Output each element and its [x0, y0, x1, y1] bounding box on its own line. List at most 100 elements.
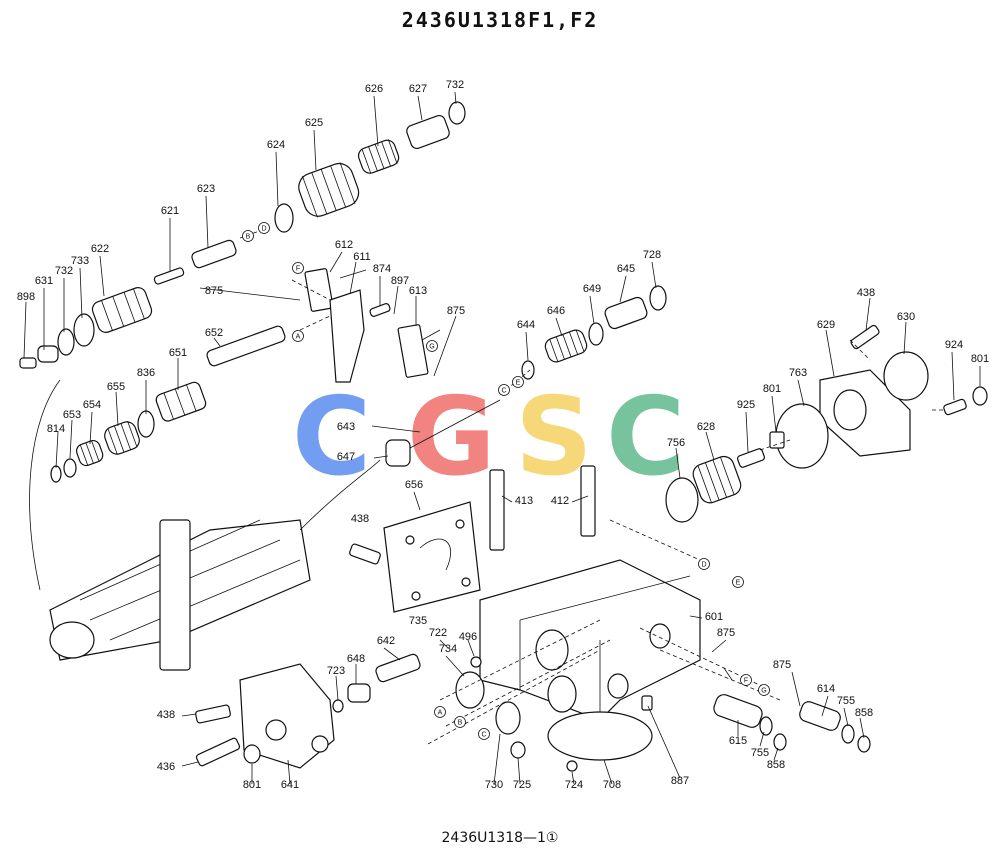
- leader-lines: [23, 91, 981, 785]
- part-label-732: 732: [55, 265, 73, 277]
- part-label-642: 642: [377, 635, 395, 647]
- part-label-615: 615: [729, 735, 747, 747]
- part-label-858: 858: [767, 759, 785, 771]
- part-label-413: 413: [515, 495, 533, 507]
- ref-letter-a: A: [296, 334, 301, 341]
- ref-circle-g: [758, 684, 770, 696]
- middle-spool-parts: [50, 325, 286, 483]
- ring-836: [137, 410, 155, 438]
- part-label-875: 875: [447, 305, 465, 317]
- part-label-874: 874: [373, 263, 391, 275]
- watermark-letter-1: C: [292, 375, 371, 500]
- part-label-875: 875: [205, 285, 223, 297]
- part-label-611: 611: [353, 251, 371, 263]
- ref-letter-c: C: [501, 388, 506, 395]
- part-label-648: 648: [347, 653, 365, 665]
- part-label-613: 613: [409, 285, 427, 297]
- pin-643: [409, 399, 501, 449]
- plug-647: [385, 439, 411, 467]
- ref-circle-f: [292, 262, 304, 274]
- ref-circle-g: [426, 340, 438, 352]
- part-label-730: 730: [485, 779, 503, 791]
- diagram-title: 2436U1318F1,F2: [401, 8, 599, 32]
- part-label-654: 654: [83, 399, 101, 411]
- bolts: [349, 324, 880, 565]
- seat-644: [521, 360, 535, 380]
- watermark-letter-3: S: [515, 375, 593, 500]
- part-label-814: 814: [47, 423, 65, 435]
- snap-ring-756: [665, 477, 699, 523]
- plate-613: [397, 324, 429, 378]
- ref-letter-d: D: [261, 226, 266, 233]
- spring-625: [298, 162, 360, 218]
- part-label-651: 651: [169, 347, 187, 359]
- part-label-438: 438: [857, 287, 875, 299]
- cover-641: [239, 663, 335, 769]
- ref-letter-e: E: [516, 380, 521, 387]
- part-label-801: 801: [243, 779, 261, 791]
- o-ring-724: [566, 760, 578, 772]
- watermark: C G S C: [292, 375, 685, 500]
- part-label-801: 801: [971, 353, 989, 365]
- o-ring-725: [510, 741, 526, 759]
- drawing-number: 2436U1318—1①: [441, 830, 559, 846]
- plug-648: [347, 683, 371, 703]
- part-label-627: 627: [409, 83, 427, 95]
- plug-623: [191, 239, 237, 269]
- ref-letter-a: A: [438, 710, 443, 717]
- part-label-641: 641: [281, 779, 299, 791]
- watermark-letter-2: G: [407, 375, 496, 500]
- plug-631: [37, 345, 59, 363]
- nut-801-right: [972, 386, 988, 406]
- bolt-438-low: [195, 704, 231, 724]
- part-label-728: 728: [643, 249, 661, 261]
- ref-circle-e: [512, 376, 524, 388]
- ref-letter-c: C: [481, 732, 486, 739]
- ref-circle-d: [258, 222, 270, 234]
- part-label-649: 649: [583, 283, 601, 295]
- watermark-letter-4: C: [606, 375, 685, 500]
- o-ring-732: [57, 328, 75, 356]
- spool-block-assembly: [29, 379, 381, 671]
- part-label-734: 734: [439, 643, 457, 655]
- plate-612: [304, 268, 334, 312]
- part-label-436: 436: [157, 761, 175, 773]
- ring-755-right: [841, 724, 855, 744]
- bottom-seals: [455, 656, 653, 772]
- washer-653: [63, 458, 77, 478]
- plug-627: [406, 114, 450, 150]
- part-label-724: 724: [565, 779, 583, 791]
- part-label-655: 655: [107, 381, 125, 393]
- upper-spool-parts: [19, 101, 466, 369]
- part-label-756: 756: [667, 437, 685, 449]
- ring-858-right: [857, 735, 871, 753]
- assembly-lines: [199, 229, 944, 745]
- pin-874: [369, 303, 391, 317]
- ref-letter-e: E: [736, 580, 741, 587]
- nut-801-low: [243, 744, 261, 764]
- ref-letter-f: F: [296, 266, 300, 273]
- spool-622: [91, 287, 153, 333]
- right-cover-parts: [665, 351, 988, 523]
- ring-814: [50, 465, 62, 483]
- lower-right-parts: [713, 694, 871, 753]
- o-ring-730: [495, 701, 521, 735]
- spring-655: [104, 420, 140, 455]
- part-label-631: 631: [35, 275, 53, 287]
- pin-898: [19, 357, 37, 369]
- part-label-723: 723: [327, 665, 345, 677]
- part-label-622: 622: [91, 243, 109, 255]
- ref-circle-b: [242, 230, 254, 242]
- ring-755: [759, 716, 773, 736]
- o-ring-734: [455, 671, 485, 709]
- bolt-436: [195, 737, 241, 767]
- part-label-601: 601: [705, 611, 723, 623]
- part-label-643: 643: [337, 421, 355, 433]
- part-label-897: 897: [391, 275, 409, 287]
- plug-645: [604, 296, 648, 330]
- plug-614: [799, 701, 841, 731]
- plug-642: [375, 653, 421, 683]
- seat-624: [274, 203, 294, 233]
